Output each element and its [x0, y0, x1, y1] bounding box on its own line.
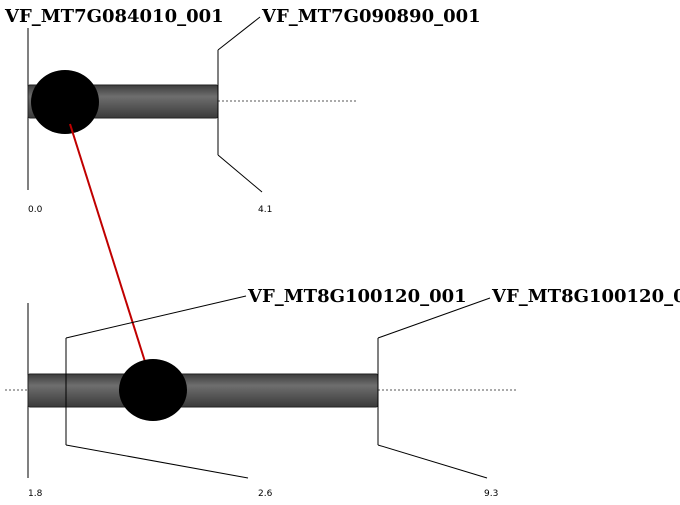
upper-gene-marker	[31, 70, 99, 134]
lower-position-mid: 2.6	[258, 489, 273, 499]
lower-right-leader-top	[377, 297, 491, 339]
lower-position-left: 1.8	[28, 489, 43, 499]
lower-mid-leader-top	[65, 295, 247, 339]
upper-right-leader-top	[217, 16, 261, 51]
lower-gene-marker	[119, 359, 187, 421]
lower-gene-right-label: VF_MT8G100120_001	[491, 286, 680, 307]
upper-position-left: 0.0	[28, 205, 43, 215]
lower-position-right: 9.3	[484, 489, 498, 499]
lower-chromosome-bar	[27, 373, 379, 408]
upper-gene-left-label: VF_MT7G084010_001	[4, 6, 224, 27]
upper-gene-right-label: VF_MT7G090890_001	[261, 6, 481, 27]
lower-mid-leader-bottom	[65, 444, 249, 479]
lower-gene-mid-label: VF_MT8G100120_001	[247, 286, 467, 307]
synteny-link-line	[69, 123, 148, 369]
upper-right-leader-bottom	[217, 154, 263, 193]
upper-chromosome: VF_MT7G084010_001 VF_MT7G090890_001 0.0 …	[4, 6, 481, 215]
lower-chromosome: VF_MT8G100120_001 VF_MT8G100120_001 1.8 …	[5, 286, 680, 499]
upper-position-right: 4.1	[258, 205, 272, 215]
lower-right-leader-bottom	[377, 444, 488, 479]
